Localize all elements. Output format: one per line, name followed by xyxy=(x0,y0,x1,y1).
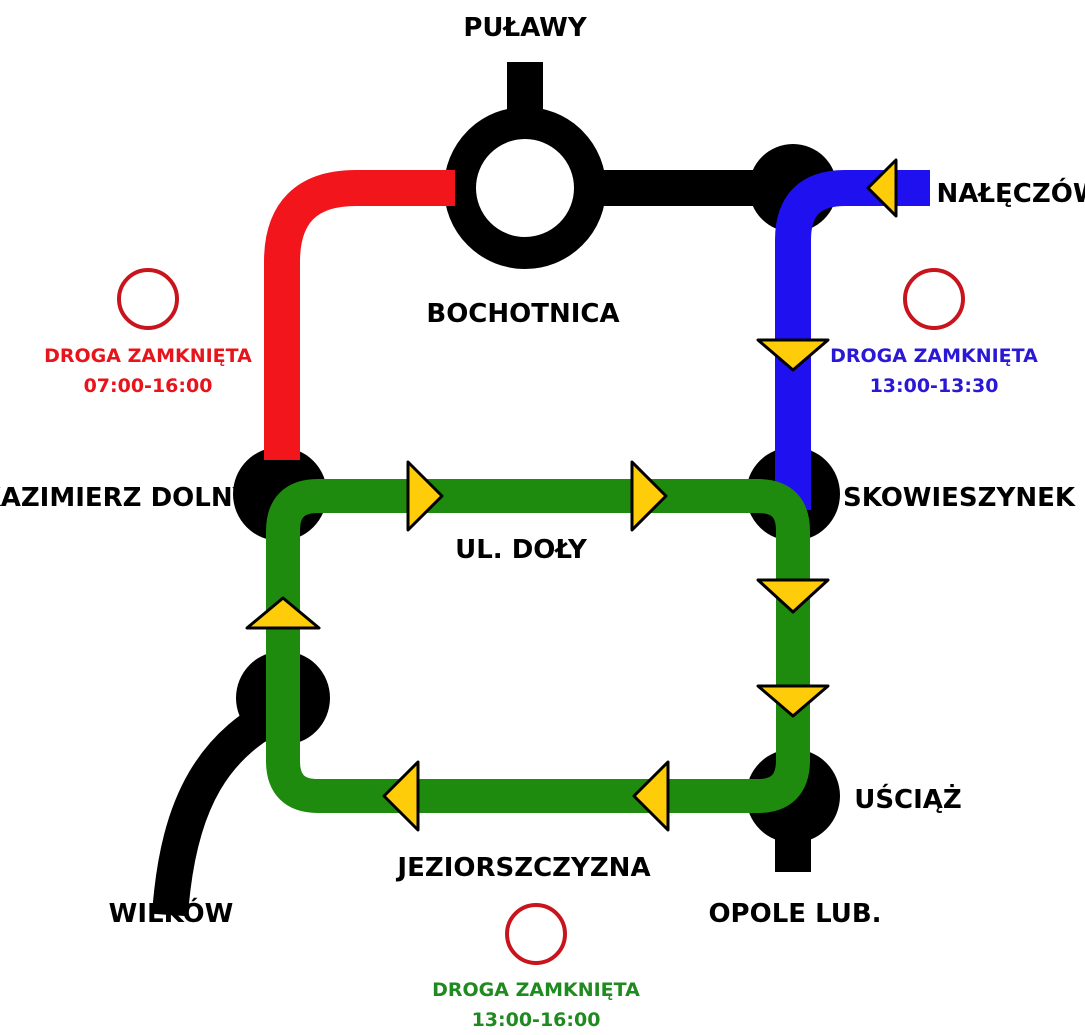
place-label-kazimierz: KAZIMIERZ DOLNY xyxy=(0,483,253,513)
place-label-usciaz: UŚCIĄŻ xyxy=(854,783,962,815)
roundabout-icon xyxy=(444,107,606,269)
no-vehicles-sign-icon xyxy=(117,268,179,330)
place-label-naleczow: NAŁĘCZÓW xyxy=(936,177,1085,209)
no-entry-signs xyxy=(117,268,965,965)
closure-title-green: DROGA ZAMKNIĘTA xyxy=(432,979,640,1001)
closure-time-red: 07:00-16:00 xyxy=(84,375,213,397)
closure-title-red: DROGA ZAMKNIĘTA xyxy=(44,345,252,367)
place-label-ul-doly: UL. DOŁY xyxy=(455,535,588,565)
detour-loop-green xyxy=(266,479,810,813)
direction-arrow-icon xyxy=(382,760,420,832)
closure-title-blue: DROGA ZAMKNIĘTA xyxy=(830,345,1038,367)
direction-arrows xyxy=(245,158,898,832)
place-label-wilkow: WILKÓW xyxy=(109,897,234,929)
direction-arrow-icon xyxy=(406,460,444,532)
direction-arrow-icon xyxy=(630,460,668,532)
no-vehicles-sign-icon xyxy=(903,268,965,330)
direction-arrow-icon xyxy=(245,596,321,630)
closure-time-green: 13:00-16:00 xyxy=(472,1009,601,1031)
closure-time-blue: 13:00-13:30 xyxy=(870,375,999,397)
closed-road-red xyxy=(264,170,455,460)
place-label-skowieszynek: SKOWIESZYNEK xyxy=(843,483,1076,513)
closed-road-blue xyxy=(775,170,930,510)
place-label-bochotnica: BOCHOTNICA xyxy=(426,299,619,329)
direction-arrow-icon xyxy=(866,158,898,218)
direction-arrow-icon xyxy=(756,338,830,372)
direction-arrow-icon xyxy=(756,684,830,718)
place-label-jeziorszczyzna: JEZIORSZCZYZNA xyxy=(395,853,650,883)
place-label-pulawy: PUŁAWY xyxy=(463,13,587,43)
direction-arrow-icon xyxy=(756,578,830,614)
place-label-opole: OPOLE LUB. xyxy=(708,899,881,929)
no-vehicles-sign-icon xyxy=(505,903,567,965)
direction-arrow-icon xyxy=(632,760,670,832)
